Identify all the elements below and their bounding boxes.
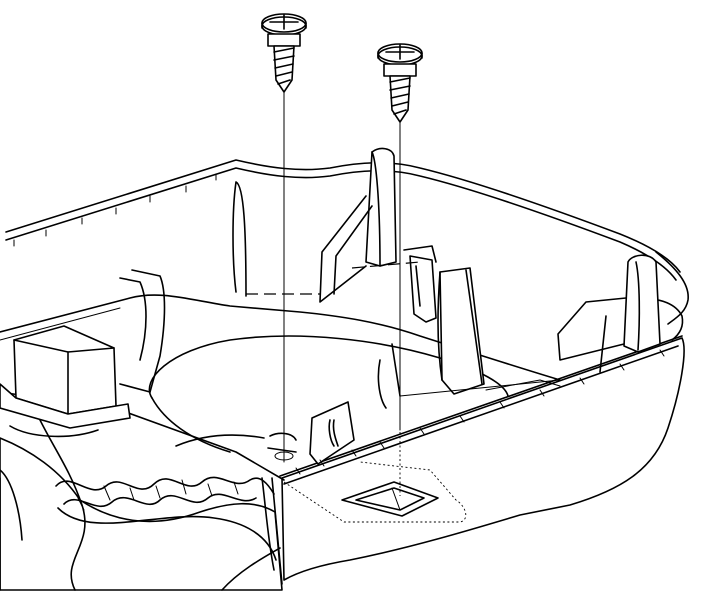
screw-icon [377,43,423,123]
carpet-floor [0,419,283,591]
hidden-mount-pad [283,461,467,523]
front-wall-details [261,349,665,585]
connector-block [0,325,131,438]
internal-ribs [232,147,661,465]
installation-guide-lines [246,91,421,496]
screw-icon [261,13,307,93]
console-housing [0,159,689,581]
